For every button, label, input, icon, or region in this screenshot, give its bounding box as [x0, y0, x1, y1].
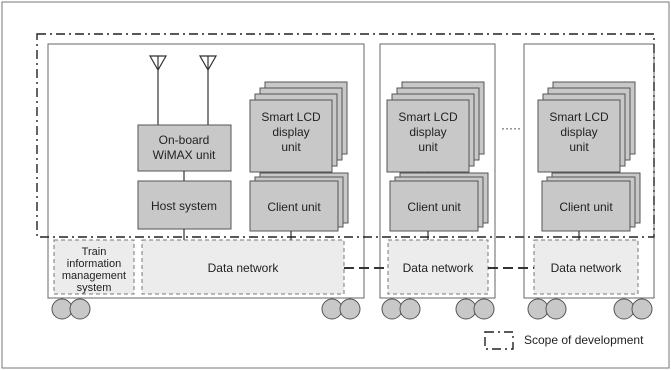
scope-of-development-boundary — [36, 33, 655, 238]
wheels — [51, 298, 653, 320]
smart-lcd-label-1: Smart LCD — [398, 110, 458, 124]
smart-lcd-label-2: display — [560, 125, 597, 139]
tims-label-2: information — [67, 258, 121, 270]
tims-label-3: management — [62, 270, 126, 282]
ellipsis: ····· — [501, 121, 521, 135]
smart-lcd-display-unit — [537, 99, 621, 173]
smart-lcd-label-1: Smart LCD — [549, 110, 609, 124]
smart-lcd-label-3: unit — [418, 140, 438, 154]
client-unit — [541, 180, 631, 232]
client-unit-label: Client unit — [407, 200, 461, 214]
smart-lcd-label-3: unit — [281, 140, 301, 154]
smart-lcd-label-2: display — [409, 125, 446, 139]
data-network — [141, 239, 345, 295]
tims-label-4: system — [77, 282, 112, 294]
data-network — [387, 239, 489, 295]
smart-lcd-display-unit — [386, 99, 470, 173]
client-unit — [249, 180, 339, 232]
host-system-label: Host system — [151, 199, 217, 213]
antenna-icon — [148, 55, 168, 130]
data-network — [533, 239, 639, 295]
smart-lcd-label-3: unit — [569, 140, 589, 154]
smart-lcd-display-unit — [249, 99, 333, 173]
client-unit-label: Client unit — [559, 200, 613, 214]
legend-scope-swatch — [484, 331, 514, 350]
data-network-label: Data network — [551, 261, 623, 275]
tims-label-1: Train — [82, 246, 107, 258]
data-network-label: Data network — [208, 261, 280, 275]
data-network-label: Data network — [403, 261, 475, 275]
client-unit — [389, 180, 479, 232]
train-information-management-system — [53, 239, 135, 295]
legend-scope-label: Scope of development — [524, 333, 644, 347]
onboard-wimax-label-1: On-board — [159, 133, 210, 147]
host-system — [137, 180, 232, 230]
smart-lcd-label-2: display — [272, 125, 309, 139]
smart-lcd-label-1: Smart LCD — [261, 110, 321, 124]
onboard-wimax-label-2: WiMAX unit — [153, 148, 216, 162]
client-unit-label: Client unit — [267, 200, 321, 214]
antenna-icon — [198, 55, 218, 130]
onboard-wimax-unit — [137, 124, 232, 172]
